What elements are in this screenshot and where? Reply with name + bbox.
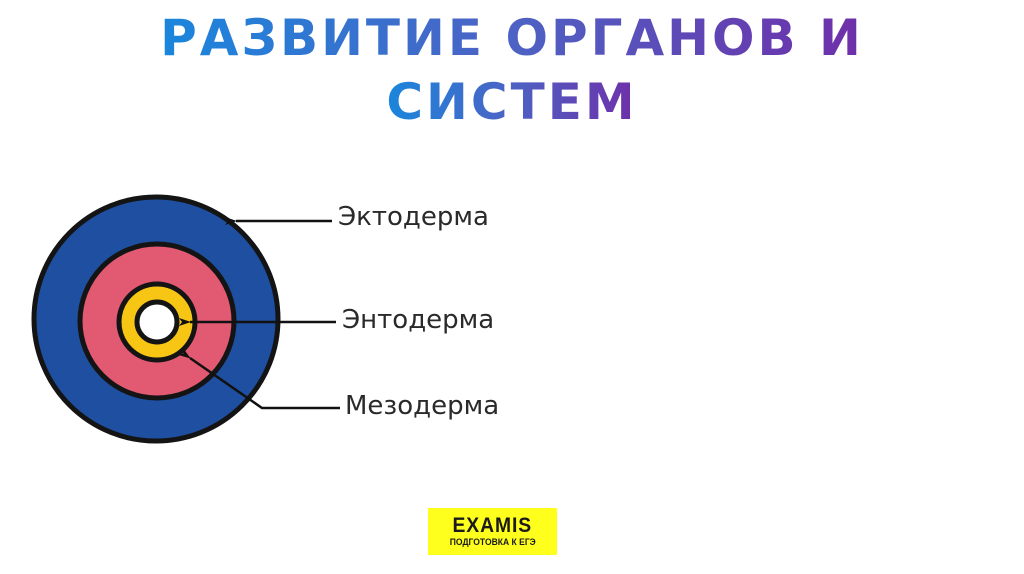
examis-logo-badge: EXAMIS ПОДГОТОВКА К ЕГЭ xyxy=(428,508,557,555)
title-line-1: РАЗВИТИЕ ОРГАНОВ И xyxy=(160,6,864,70)
cavity xyxy=(134,299,180,345)
mesoderm-pointer xyxy=(178,348,340,410)
badge-subtitle: ПОДГОТОВКА К ЕГЭ xyxy=(449,536,536,548)
title-line-2: СИСТЕМ xyxy=(386,70,637,134)
ectoderm-label: Эктодерма xyxy=(338,202,489,232)
entoderm-label: Энтодерма xyxy=(342,305,495,335)
mesoderm-label: Мезодерма xyxy=(345,391,500,421)
page-title: РАЗВИТИЕ ОРГАНОВ И СИСТЕМ xyxy=(0,6,1024,134)
badge-brand: EXAMIS xyxy=(452,513,533,537)
